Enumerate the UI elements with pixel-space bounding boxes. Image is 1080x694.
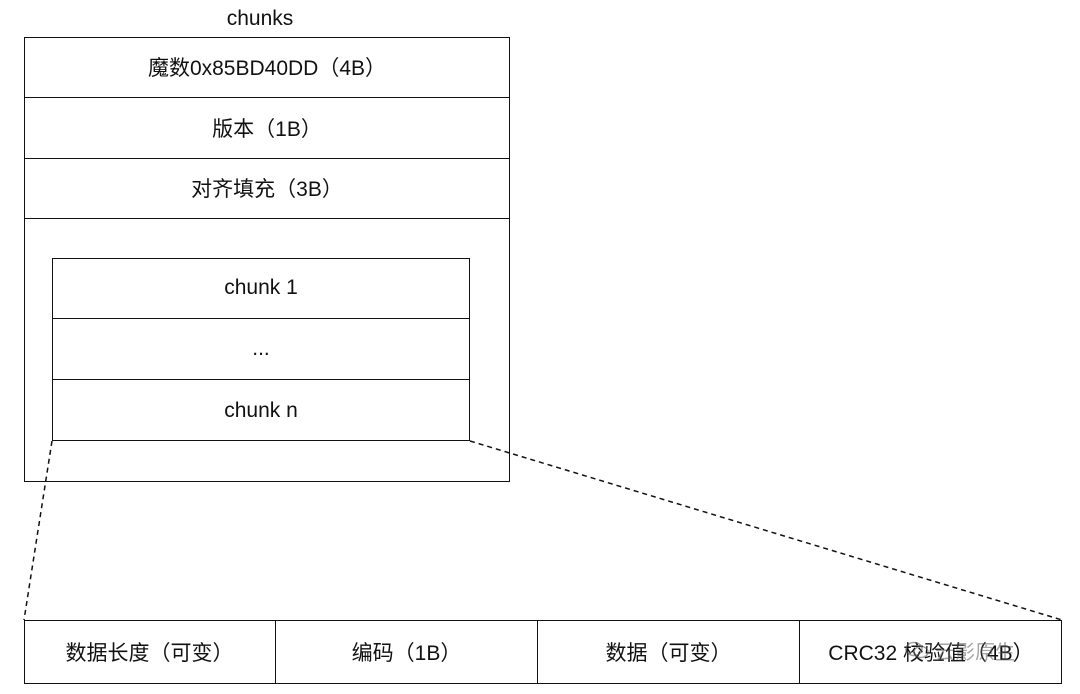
- expansion-line-right: [469, 440, 1063, 621]
- field-encoding: 编码（1B）: [276, 620, 538, 684]
- watermark-text: 云影原生: [935, 641, 1015, 664]
- diagram-title: chunks: [226, 7, 294, 30]
- field-crc32: CRC32 校验值（4B）: [828, 642, 1034, 665]
- magic-number-row: 魔数0x85BD40DD（4B）: [24, 37, 510, 98]
- chunk-detail-box: [24, 620, 1062, 684]
- chunk-row-last: chunk n: [224, 398, 298, 422]
- wechat-icon: [905, 641, 929, 659]
- field-data: 数据（可变）: [538, 620, 800, 684]
- padding-row: 对齐填充（3B）: [24, 158, 510, 219]
- field-data-length: 数据长度（可变）: [24, 620, 276, 684]
- version-row: 版本（1B）: [24, 98, 510, 159]
- chunks-file-box: [24, 37, 510, 482]
- chunk-row-ellipsis: ...: [52, 319, 470, 380]
- expansion-line-left: [23, 440, 53, 621]
- chunk-row-first: chunk 1: [52, 258, 470, 319]
- watermark: 云影原生: [905, 628, 1055, 672]
- chunk-list-box: [52, 258, 470, 441]
